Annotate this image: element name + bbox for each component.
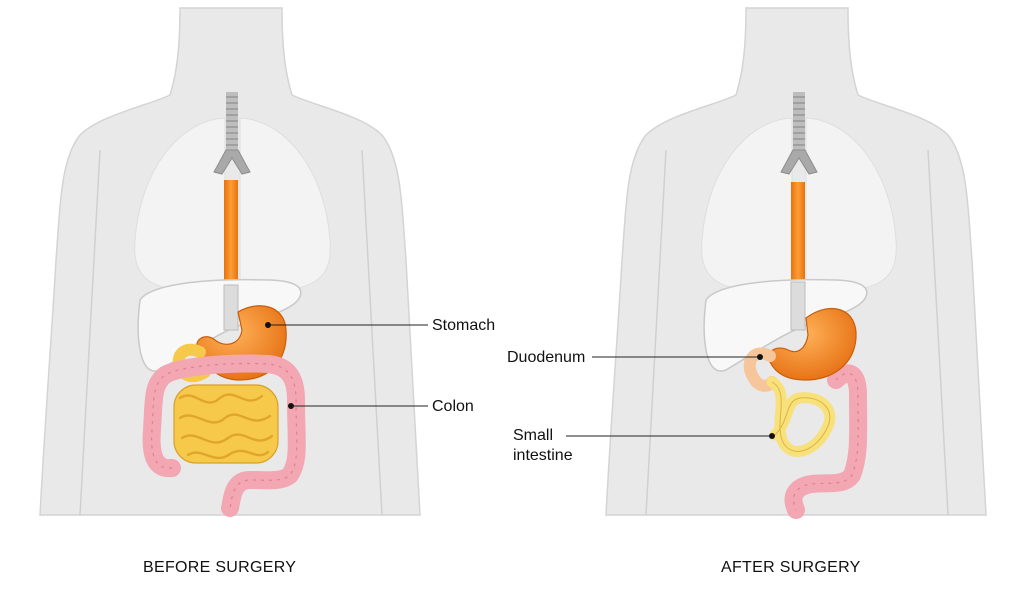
- stomach-label: Stomach: [432, 317, 496, 334]
- before-panel: [39, 7, 428, 517]
- left-arm-line: [79, 149, 101, 516]
- small-intestine-label-line1: Small: [513, 427, 554, 444]
- small-intestine-icon: [173, 384, 279, 464]
- left-arm-line: [645, 149, 667, 516]
- esophagus-icon: [224, 180, 238, 285]
- trachea-icon: [780, 92, 818, 175]
- colon-label: Colon: [432, 398, 474, 415]
- after-panel: [566, 7, 987, 519]
- before-caption: BEFORE SURGERY: [143, 559, 297, 576]
- stomach-icon: [768, 308, 857, 381]
- duodenum-label: Duodenum: [507, 349, 586, 366]
- esophagus-icon: [791, 182, 805, 282]
- right-arm-line: [927, 149, 949, 516]
- trachea-icon: [213, 92, 251, 175]
- small-intestine-label-line2: intestine: [513, 447, 573, 464]
- after-caption: AFTER SURGERY: [721, 559, 861, 576]
- duodenum-icon: [743, 347, 778, 392]
- right-arm-line: [361, 149, 383, 516]
